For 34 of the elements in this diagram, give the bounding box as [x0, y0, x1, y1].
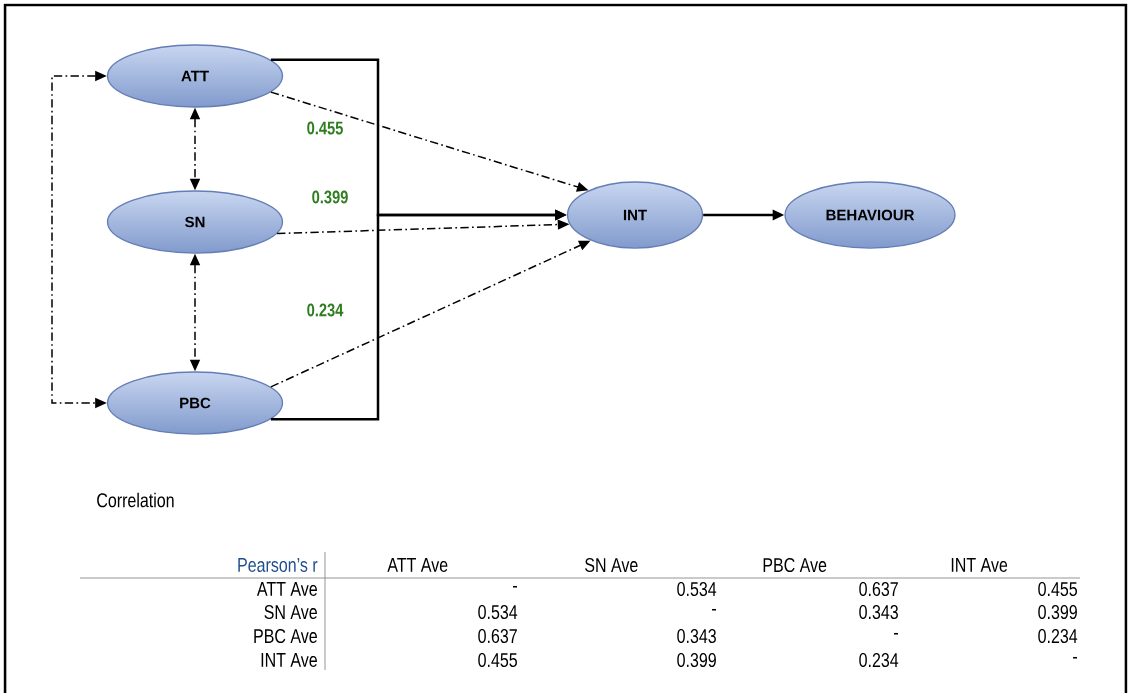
table-value: 0.637	[478, 628, 517, 644]
table-value: 0.534	[478, 604, 518, 620]
table-value: 0.343	[859, 604, 898, 620]
row-header: INT Ave	[261, 653, 317, 667]
table-corner: Pearson’s r	[238, 558, 318, 572]
ellipse-node: ATT	[106, 44, 284, 108]
table-value: 0.534	[677, 581, 717, 597]
column-header: PBC Ave	[763, 557, 827, 573]
row-header: SN Ave	[264, 604, 317, 620]
table-value: 0.399	[1038, 604, 1077, 620]
table-value: -	[513, 585, 517, 588]
row-header: PBC Ave	[254, 628, 317, 644]
table-value: -	[894, 632, 898, 635]
column-header: INT Ave	[951, 558, 1008, 572]
table-value: 0.234	[859, 652, 899, 668]
table-value: 0.455	[478, 652, 517, 668]
edge-label: 0.455	[305, 119, 346, 137]
table-value: -	[1073, 656, 1077, 659]
edge-label: 0.234	[305, 301, 346, 319]
ellipse-node: BEHAVIOUR	[784, 181, 956, 249]
ellipse-node: SN	[106, 190, 284, 254]
column-header: SN Ave	[585, 557, 638, 573]
table-title: Correlation	[97, 492, 174, 508]
table-value: 0.234	[1038, 628, 1078, 644]
column-header: ATT Ave	[387, 558, 448, 572]
ellipse-node: INT	[566, 181, 704, 249]
ellipse-node: PBC	[106, 371, 284, 435]
table-value: -	[712, 608, 716, 611]
table-value: 0.399	[677, 652, 716, 668]
table-value: 0.637	[859, 581, 898, 597]
table-value: 0.343	[677, 628, 716, 644]
table-value: 0.455	[1038, 581, 1077, 597]
row-header: ATT Ave	[256, 582, 317, 596]
edge-label: 0.399	[310, 188, 350, 206]
